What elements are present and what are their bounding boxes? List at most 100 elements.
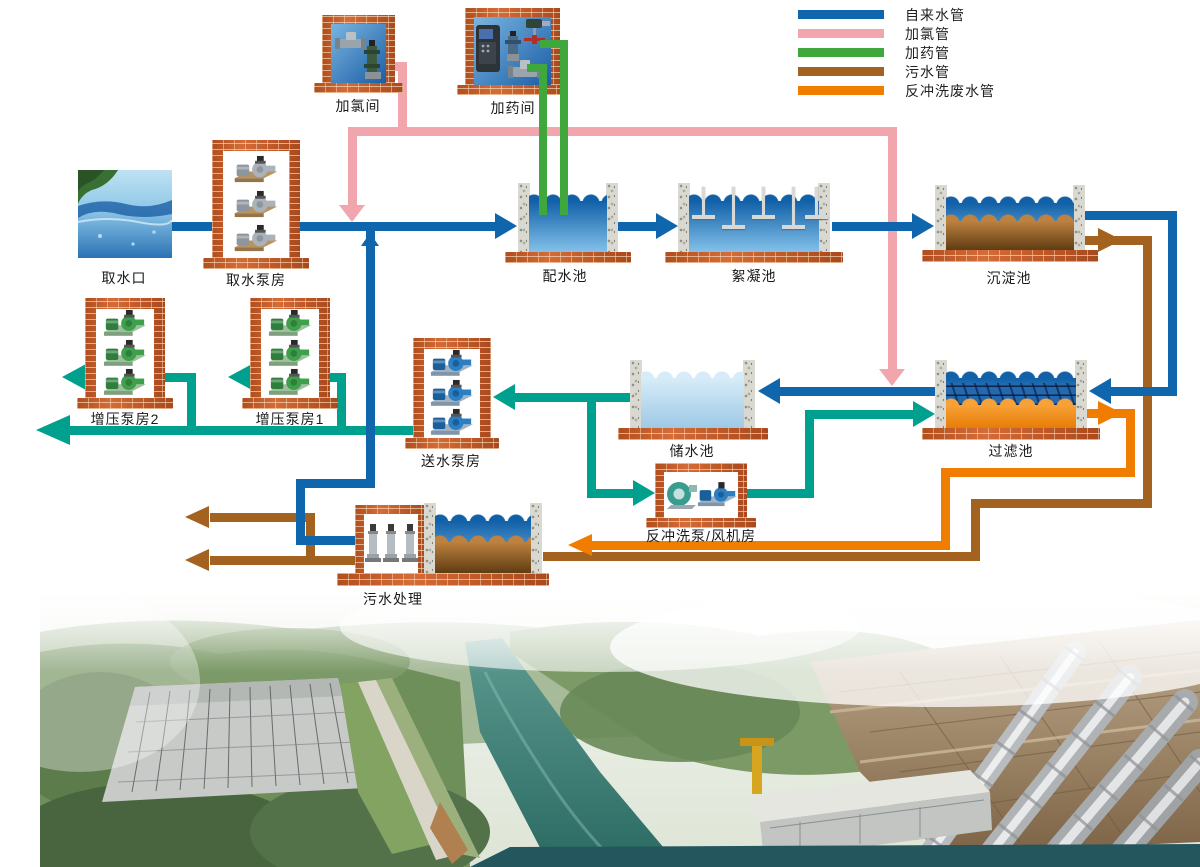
vfd-controller-icon	[476, 25, 500, 72]
arrow-return-up-icon	[361, 233, 379, 246]
pipe-chlorine-v2	[348, 127, 357, 209]
label-backwash-room: 反冲洗泵/风机房	[646, 528, 756, 544]
pipe-chlorine-h	[348, 127, 897, 136]
flow-meter-icon	[335, 32, 366, 49]
pipe-supply-bw-out	[747, 489, 814, 498]
pipe-raw-to-filter	[1110, 387, 1177, 396]
legend-row: 自来水管	[798, 7, 995, 23]
station-booster-pump-house-1[interactable]	[250, 298, 330, 398]
brick-ledge	[314, 83, 403, 93]
pipe-supply-riser2	[187, 373, 196, 435]
pipe-sewage-v1	[1143, 236, 1152, 508]
pump-icon	[430, 379, 474, 406]
pump-icon	[234, 224, 278, 251]
label-delivery-pump-house: 送水泵房	[421, 453, 481, 469]
pipe-raw-main	[172, 222, 505, 231]
arrow-into-sewage-icon	[568, 534, 592, 556]
sludge-layer	[435, 532, 531, 573]
brick-base	[505, 252, 631, 263]
brick-base	[618, 428, 768, 440]
vertical-pump-icon	[364, 523, 381, 562]
legend-swatch-backwash	[798, 86, 884, 95]
pipe-sewage-left-low	[210, 556, 358, 565]
label-booster-pump-house-1: 增压泵房1	[255, 411, 325, 427]
tank-wall	[935, 185, 947, 250]
pipe-sewage-v2	[971, 499, 980, 561]
pump-house-interior	[223, 151, 289, 258]
arrow-sludge-out-1-icon	[185, 506, 209, 528]
station-filter-tank[interactable]	[935, 360, 1087, 428]
pipe-dosing-stub2	[527, 64, 547, 72]
arrow-chlorine-2-icon	[879, 369, 905, 386]
pipe-supply-bw-v	[805, 410, 814, 498]
label-intake: 取水口	[101, 270, 147, 286]
pump-icon	[103, 339, 147, 366]
pump-icon	[103, 309, 147, 336]
arrow-into-filter-r-icon	[1089, 378, 1111, 404]
vertical-pump-icon	[383, 523, 399, 562]
tank-wall	[935, 360, 947, 428]
station-sewage-treatment-pumps[interactable]	[355, 505, 427, 575]
brick-ledge	[242, 398, 338, 409]
dosing-pump-icon	[505, 31, 521, 61]
mixer-icon	[524, 19, 550, 44]
tank-wall	[518, 183, 530, 252]
station-booster-pump-house-2[interactable]	[85, 298, 165, 398]
station-sewage-treatment-tank[interactable]	[424, 503, 542, 573]
label-storage-tank: 储水池	[669, 443, 715, 459]
brick-base	[922, 428, 1100, 440]
pump-icon	[430, 349, 474, 376]
label-intake-pump-house: 取水泵房	[226, 272, 286, 288]
legend: 自来水管 加氯管 加药管 污水管 反冲洗废水管	[798, 7, 995, 99]
brick-base	[337, 573, 549, 586]
station-chlorine-room[interactable]	[322, 15, 395, 83]
station-backwash-room[interactable]	[655, 463, 747, 518]
pump-icon	[697, 482, 738, 507]
arrow-into-bwroom-icon	[633, 480, 655, 506]
station-intake-pump-house[interactable]	[212, 140, 300, 258]
station-sedimentation-tank[interactable]	[935, 185, 1085, 250]
pipe-dosing-stub1	[540, 40, 568, 48]
dam-river-photo	[0, 582, 1200, 867]
tank-wall	[424, 503, 436, 573]
pump-icon	[268, 309, 312, 336]
aerial-photo	[0, 582, 1200, 867]
label-flocculation-tank: 絮凝池	[731, 268, 777, 284]
vertical-pump-icon	[401, 523, 418, 562]
pipe-supply-storage-pump	[515, 393, 630, 402]
pipe-bw-v2	[941, 468, 950, 545]
pipe-supply-bw-h	[805, 410, 913, 419]
station-storage-tank[interactable]	[630, 360, 755, 428]
brick-ledge	[77, 398, 173, 409]
legend-row: 反冲洗废水管	[798, 83, 995, 99]
arrow-supply-out-icon	[36, 415, 70, 445]
pipe-raw-sed-out	[1085, 211, 1177, 220]
tank-wall	[1073, 185, 1085, 250]
sewage-pump-interior	[364, 514, 418, 575]
legend-swatch-chlorine	[798, 29, 884, 38]
chlorinator-icon	[364, 40, 381, 79]
station-delivery-pump-house[interactable]	[413, 338, 491, 438]
arrow-chlorine-1-icon	[339, 205, 365, 222]
arrow-sed-sludge-icon	[1098, 228, 1122, 252]
pipe-raw-filter-storage	[780, 387, 937, 396]
pump-house-interior	[424, 349, 480, 438]
pipe-sewage-left-up	[210, 513, 315, 522]
legend-swatch-sewage	[798, 67, 884, 76]
label-dosing-room: 加药间	[490, 100, 536, 116]
station-distribution-tank[interactable]	[518, 183, 618, 252]
tank-water	[641, 368, 744, 428]
label-sewage-treatment: 污水处理	[363, 591, 423, 607]
legend-row: 污水管	[798, 64, 995, 80]
tank-water	[946, 193, 1074, 250]
arrow-bw-waste-icon	[1098, 401, 1122, 425]
pump-icon	[430, 409, 474, 436]
backwash-sediment-layer	[946, 395, 1076, 428]
station-intake[interactable]	[77, 170, 173, 258]
arrow-into-delivery-icon	[493, 384, 515, 410]
arrow-sludge-out-2-icon	[185, 549, 209, 571]
pipe-raw-branch-h1	[296, 479, 375, 488]
pump-icon	[268, 369, 312, 396]
pipe-bw-v1	[1126, 409, 1135, 475]
